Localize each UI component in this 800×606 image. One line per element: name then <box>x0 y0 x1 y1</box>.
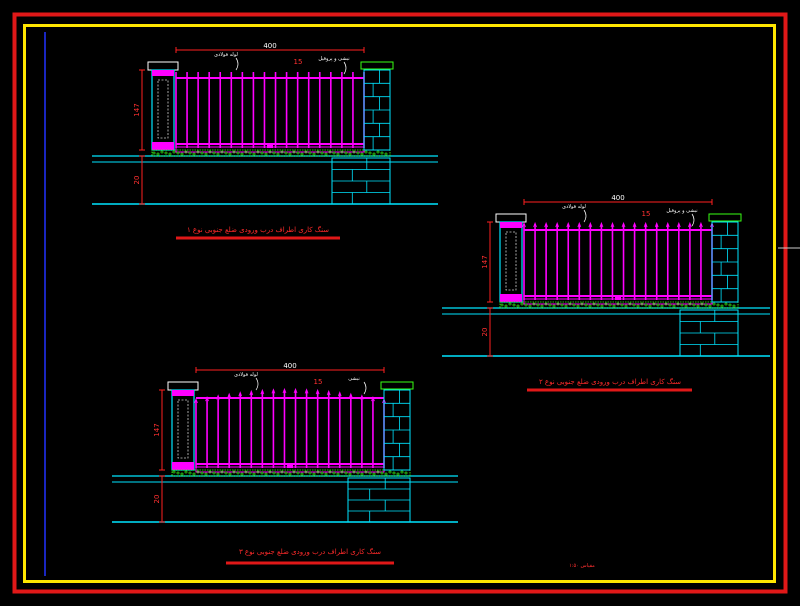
left-pillar-top-band <box>500 222 522 228</box>
bar-spear <box>293 387 298 394</box>
left-pillar-top-band <box>152 70 174 76</box>
center-mark <box>267 143 273 148</box>
fence-elevation-2: 400 15 147 20 لوله فولادی نبشی و پروفیل <box>442 194 770 357</box>
left-pillar-base-band <box>152 142 174 150</box>
bar-spear <box>599 221 604 228</box>
callout-leader-right <box>691 213 695 227</box>
inner-frame <box>23 24 776 583</box>
bar-spear <box>555 221 560 228</box>
bar-spear <box>577 221 582 228</box>
callout-leader-left <box>583 209 587 223</box>
fence-elevation-3: 400 15 147 20 لوله فولادی نبشی <box>112 362 458 523</box>
callout-leader-right <box>363 381 367 395</box>
left-pillar-base-band <box>172 462 194 470</box>
width-dimension-label: 400 <box>283 362 296 370</box>
bar-spear <box>688 221 692 228</box>
bar-spear <box>326 389 331 396</box>
bar-spear <box>315 388 320 395</box>
hedge-strip <box>171 469 411 477</box>
outer-frame <box>12 12 788 594</box>
bar-spear <box>304 388 309 394</box>
bar-spear <box>238 391 243 397</box>
bar-spear <box>249 389 254 396</box>
callout-leader-left <box>255 377 259 391</box>
bar-spear <box>271 388 276 394</box>
scale-note: مقیاس ۱:۵۰ <box>569 563 595 569</box>
width-dimension-label: 400 <box>611 194 624 202</box>
bar-spear <box>260 388 265 395</box>
bar-spear <box>216 394 220 400</box>
bar-spacing-label: 15 <box>642 210 651 218</box>
hedge-strip <box>499 301 739 309</box>
left-pillar-ornament <box>505 231 517 291</box>
bar-spear <box>348 392 353 398</box>
bar-spear <box>227 392 232 398</box>
callout-note-left: لوله فولادی <box>234 372 258 378</box>
bar-spear <box>282 387 287 394</box>
bar-spacing-label: 15 <box>294 58 303 66</box>
left-pillar-ornament <box>177 399 189 459</box>
bar-spear <box>205 396 209 402</box>
left-pillar-base-band <box>500 294 522 302</box>
callout-leader-left <box>235 57 239 71</box>
callout-note-right: نبشی و پروفیل <box>318 56 349 62</box>
hedge-strip <box>151 149 391 157</box>
callout-note-right: نبشی <box>348 376 360 382</box>
callout-note-right: نبشی و پروفیل <box>666 208 697 214</box>
left-pillar-ornament <box>157 79 169 139</box>
caption-fence-1: سنگ کاری اطراف درب ورودی ضلع جنوبی نوع ۱ <box>187 225 329 234</box>
callout-leader-right <box>343 61 347 75</box>
center-mark <box>615 295 621 300</box>
bar-spear <box>522 221 526 228</box>
bar-spear <box>371 396 375 402</box>
bar-spacing-label: 15 <box>314 378 323 386</box>
height-dimension-label: 147 <box>481 255 489 268</box>
callout-note-left: لوله فولادی <box>562 204 586 210</box>
bar-spear <box>533 221 537 228</box>
callout-note-left: لوله فولادی <box>214 52 238 58</box>
bar-spear <box>665 221 670 228</box>
bar-spear <box>588 221 593 228</box>
width-dimension-label: 400 <box>263 42 276 50</box>
caption-fence-2: سنگ کاری اطراف درب ورودی ضلع جنوبی نوع ۲ <box>539 377 681 386</box>
footing-dimension-label: 20 <box>153 495 161 504</box>
bar-spear <box>337 391 342 397</box>
bar-spear <box>566 221 571 228</box>
bar-spear <box>676 221 681 228</box>
caption-fence-3: سنگ کاری اطراف درب ورودی ضلع جنوبی نوع ۳ <box>239 547 381 556</box>
footing-dimension-label: 20 <box>481 328 489 337</box>
right-pillar-cap <box>708 213 742 222</box>
left-pillar-top-band <box>172 390 194 396</box>
bar-spear <box>699 221 703 228</box>
fence-elevation-1: 400 15 147 20 لوله فولادی نبشی و پروفیل <box>92 42 438 205</box>
bar-spear <box>621 221 626 228</box>
bar-spear <box>544 221 548 228</box>
bar-spear <box>610 221 615 228</box>
bar-spear <box>194 397 198 404</box>
bar-spear <box>654 221 659 228</box>
bar-spear <box>643 221 648 228</box>
height-dimension-label: 147 <box>153 423 161 436</box>
footing-dimension-label: 20 <box>133 176 141 185</box>
bar-spear <box>360 394 364 400</box>
height-dimension-label: 147 <box>133 103 141 116</box>
bar-spear <box>632 221 637 228</box>
right-pillar-cap <box>360 61 394 70</box>
center-mark <box>287 463 293 468</box>
right-pillar-cap <box>380 381 414 390</box>
